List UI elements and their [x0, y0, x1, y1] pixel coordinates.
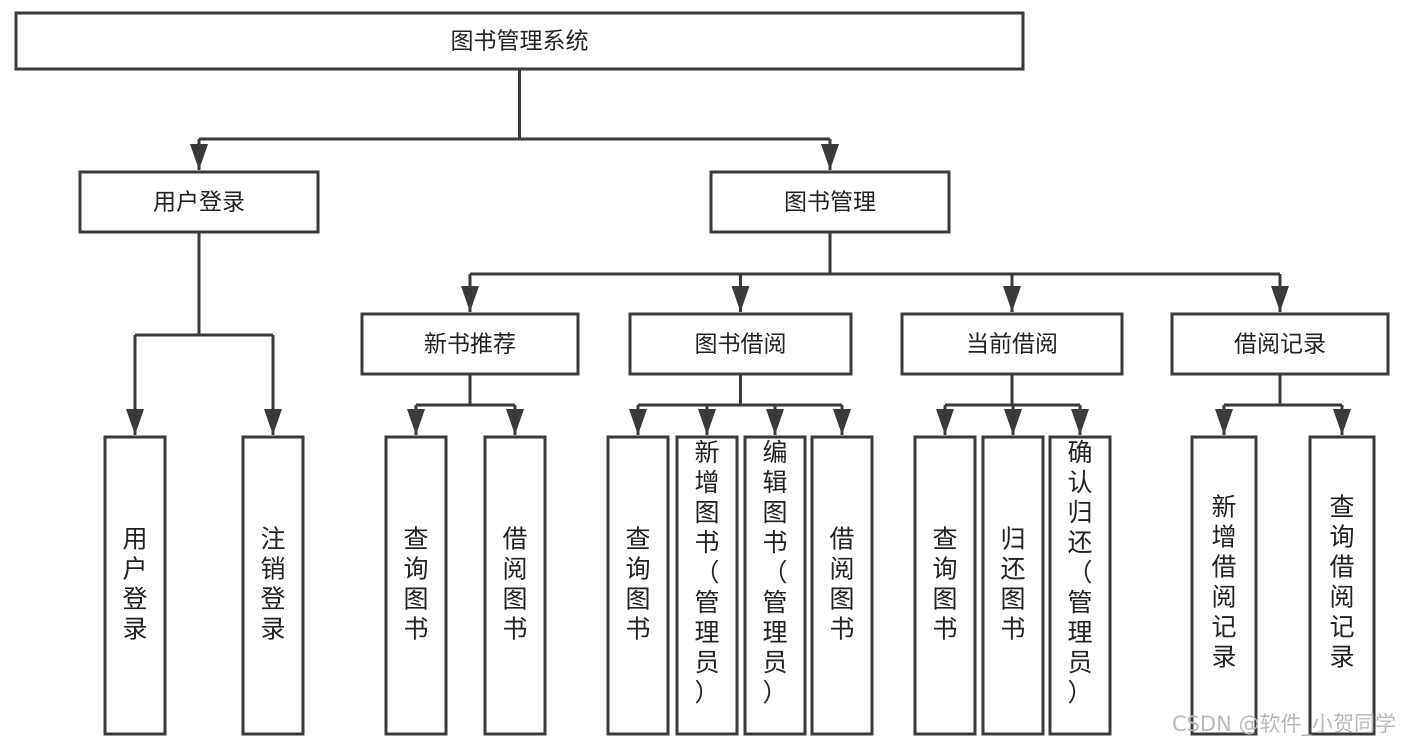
- node-borrow-record[interactable]: 借阅记录: [1170, 312, 1390, 376]
- csdn-watermark: CSDN @软件_小贺同学: [1172, 712, 1396, 737]
- arrow-head-icon: [936, 409, 954, 435]
- arrow-head-icon: [731, 286, 750, 312]
- node-label: 确认归还（管理员）: [1067, 438, 1092, 707]
- node-book-borrow[interactable]: 图书借阅: [628, 312, 853, 376]
- node-leaf-user-login[interactable]: 用户登录: [103, 435, 167, 736]
- node-leaf-query-book-current[interactable]: 查询图书: [913, 435, 977, 736]
- node-root[interactable]: 图书管理系统: [14, 11, 1025, 71]
- node-user-login[interactable]: 用户登录: [78, 170, 320, 234]
- node-leaf-borrow-book-recommend[interactable]: 借阅图书: [483, 435, 547, 736]
- node-book-management[interactable]: 图书管理: [709, 170, 951, 234]
- node-box-rect: [675, 435, 739, 736]
- node-leaf-edit-book[interactable]: 编辑图书（管理员）: [743, 435, 807, 736]
- node-label: 图书借阅: [695, 332, 787, 358]
- node-leaf-query-borrow-record[interactable]: 查询借阅记录: [1308, 435, 1376, 736]
- node-leaf-query-book-borrow[interactable]: 查询图书: [606, 435, 670, 736]
- node-box-rect: [628, 312, 853, 376]
- node-label: 查询借阅记录: [1329, 493, 1354, 672]
- arrow-head-icon: [1071, 409, 1089, 435]
- arrow-head-icon: [461, 286, 479, 312]
- arrow-head-icon: [1003, 286, 1021, 312]
- arrow-head-icon: [833, 409, 851, 435]
- arrow-head-icon: [190, 144, 208, 170]
- node-box-rect: [241, 435, 305, 736]
- arrow-head-icon: [698, 409, 716, 435]
- node-label: 新书推荐: [424, 332, 516, 358]
- node-leaf-add-book[interactable]: 新增图书（管理员）: [675, 435, 739, 736]
- arrow-head-icon: [407, 409, 425, 435]
- node-leaf-confirm-return[interactable]: 确认归还（管理员）: [1048, 435, 1112, 736]
- node-label: 新增借阅记录: [1211, 493, 1236, 672]
- node-box-rect: [360, 312, 580, 376]
- node-label: 新增图书（管理员）: [694, 438, 719, 707]
- arrow-head-icon: [264, 409, 282, 435]
- node-box-rect: [103, 435, 167, 736]
- node-box-rect: [743, 435, 807, 736]
- node-box-rect: [1190, 435, 1258, 736]
- node-box-rect: [981, 435, 1045, 736]
- node-label: 编辑图书（管理员）: [762, 438, 787, 707]
- node-box-rect: [483, 435, 547, 736]
- arrow-head-icon: [506, 409, 524, 435]
- node-box-rect: [384, 435, 448, 736]
- node-box-rect: [606, 435, 670, 736]
- node-label: 查询图书: [403, 525, 428, 644]
- node-box-rect: [913, 435, 977, 736]
- arrow-head-icon: [766, 409, 784, 435]
- node-label: 归还图书: [1000, 525, 1025, 644]
- node-current-borrow[interactable]: 当前借阅: [900, 312, 1124, 376]
- arrow-head-icon: [821, 144, 839, 170]
- node-label: 当前借阅: [966, 332, 1058, 358]
- arrow-head-icon: [126, 409, 144, 435]
- node-box-rect: [810, 435, 874, 736]
- node-leaf-query-book-recommend[interactable]: 查询图书: [384, 435, 448, 736]
- node-leaf-logout[interactable]: 注销登录: [241, 435, 305, 736]
- node-label: 图书管理系统: [451, 29, 589, 55]
- node-box-rect: [709, 170, 951, 234]
- connector-edges: [126, 69, 1351, 435]
- node-box-rect: [1170, 312, 1390, 376]
- node-label: 借阅图书: [829, 525, 854, 644]
- node-new-book-recommend[interactable]: 新书推荐: [360, 312, 580, 376]
- node-box-rect: [14, 11, 1025, 71]
- node-box-rect: [1308, 435, 1376, 736]
- node-box-rect: [1048, 435, 1112, 736]
- node-box-rect: [900, 312, 1124, 376]
- node-box-rect: [78, 170, 320, 234]
- arrow-head-icon: [1333, 409, 1351, 435]
- node-label: 借阅记录: [1234, 332, 1326, 358]
- node-label: 用户登录: [122, 525, 147, 644]
- node-label: 查询图书: [625, 525, 650, 644]
- node-leaf-return-book[interactable]: 归还图书: [981, 435, 1045, 736]
- node-leaf-borrow-book[interactable]: 借阅图书: [810, 435, 874, 736]
- node-label: 图书管理: [784, 190, 876, 216]
- node-boxes: 图书管理系统用户登录图书管理新书推荐图书借阅当前借阅借阅记录用户登录注销登录查询…: [14, 11, 1390, 736]
- arrow-head-icon: [1271, 286, 1289, 312]
- node-label: 查询图书: [932, 525, 957, 644]
- node-label: 用户登录: [153, 190, 245, 216]
- arrow-head-icon: [1215, 409, 1233, 435]
- node-label: 借阅图书: [502, 525, 527, 644]
- arrow-head-icon: [1004, 409, 1022, 435]
- node-label: 注销登录: [260, 525, 285, 644]
- arrow-head-icon: [629, 409, 647, 435]
- node-leaf-add-borrow-record[interactable]: 新增借阅记录: [1190, 435, 1258, 736]
